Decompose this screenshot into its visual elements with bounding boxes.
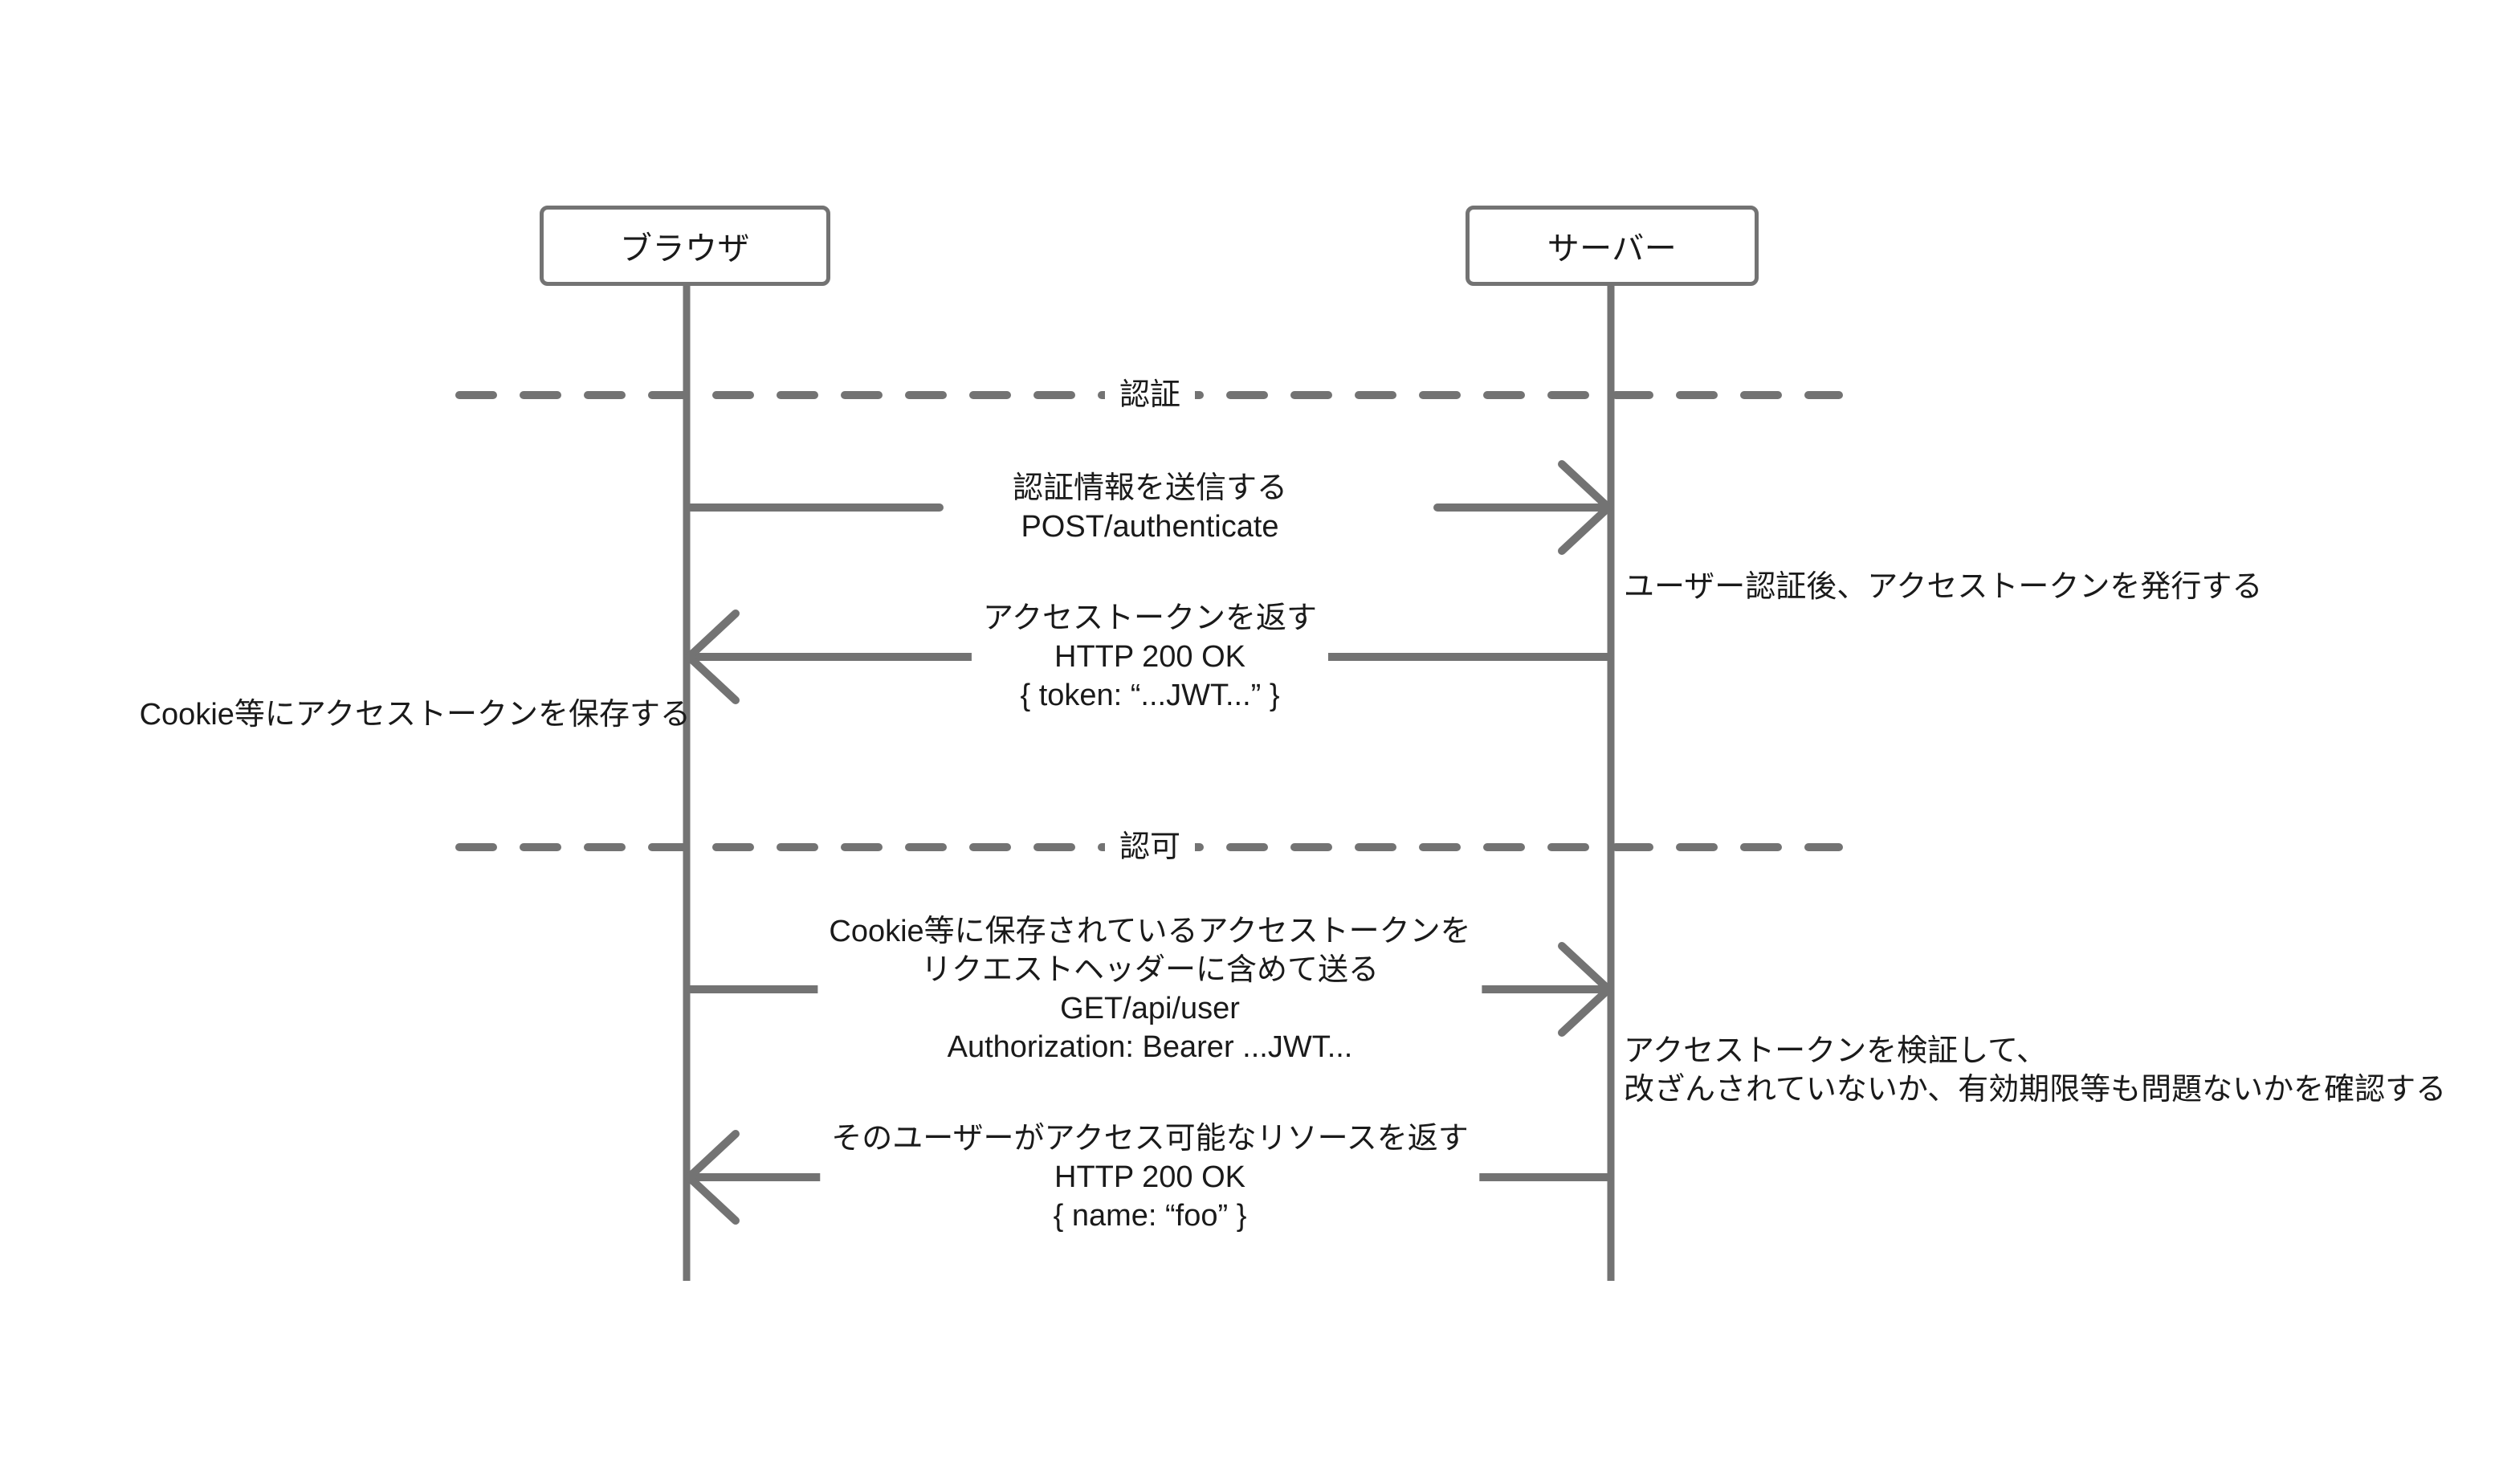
participant-box-server[interactable]: サーバー [1466, 206, 1759, 286]
arrow-send-credentials [687, 460, 1612, 555]
message-label-return-token: アクセストークンを返す HTTP 200 OK { token: “...JWT… [971, 599, 1329, 715]
message-line: そのユーザーがアクセス可能なリソースを返す [831, 1122, 1469, 1156]
participant-label-browser: ブラウザ [620, 231, 750, 267]
participant-box-browser[interactable]: ブラウザ [540, 206, 830, 286]
message-label-send-token-header: Cookie等に保存されているアクセストークンを リクエストヘッダーに含めて送る… [817, 912, 1482, 1066]
arrow-return-token [685, 610, 1612, 704]
message-label-send-credentials: 認証情報を送信する POST/authenticate [1001, 469, 1299, 546]
note-line: アクセストークンを検証して、 [1624, 1034, 2048, 1068]
note-verify-token: アクセストークンを検証して、 改ざんされていないか、有効期限等も問題ないかを確認… [1624, 1032, 2446, 1109]
participant-label-server: サーバー [1547, 231, 1678, 267]
message-line: アクセストークンを返す [982, 601, 1318, 635]
message-line: HTTP 200 OK [1054, 640, 1245, 674]
note-line: ユーザー認証後、アクセストークンを発行する [1624, 570, 2263, 604]
message-line: HTTP 200 OK [1054, 1160, 1245, 1194]
separator-label-auth: 認証 [1104, 380, 1196, 410]
message-label-return-resource: そのユーザーがアクセス可能なリソースを返す HTTP 200 OK { name… [820, 1119, 1480, 1235]
note-line: Cookie等にアクセストークンを保存する [139, 698, 691, 732]
note-store-token: Cookie等にアクセストークンを保存する [140, 695, 691, 734]
message-line: POST/authenticate [1021, 510, 1279, 544]
note-issue-token: ユーザー認証後、アクセストークンを発行する [1624, 568, 2262, 606]
message-line: { name: “foo” } [1053, 1199, 1247, 1233]
message-line: Authorization: Bearer ...JWT... [947, 1030, 1353, 1064]
message-line: 認証情報を送信する [1012, 471, 1288, 505]
message-line: { token: “...JWT...” } [1020, 679, 1280, 712]
message-line: リクエストヘッダーに含めて送る [920, 953, 1379, 987]
separator-label-authz: 認可 [1104, 832, 1196, 862]
message-line: Cookie等に保存されているアクセストークンを [829, 915, 1471, 948]
note-line: 改ざんされていないか、有効期限等も問題ないかを確認する [1624, 1073, 2447, 1107]
message-line: GET/api/user [1060, 992, 1240, 1025]
